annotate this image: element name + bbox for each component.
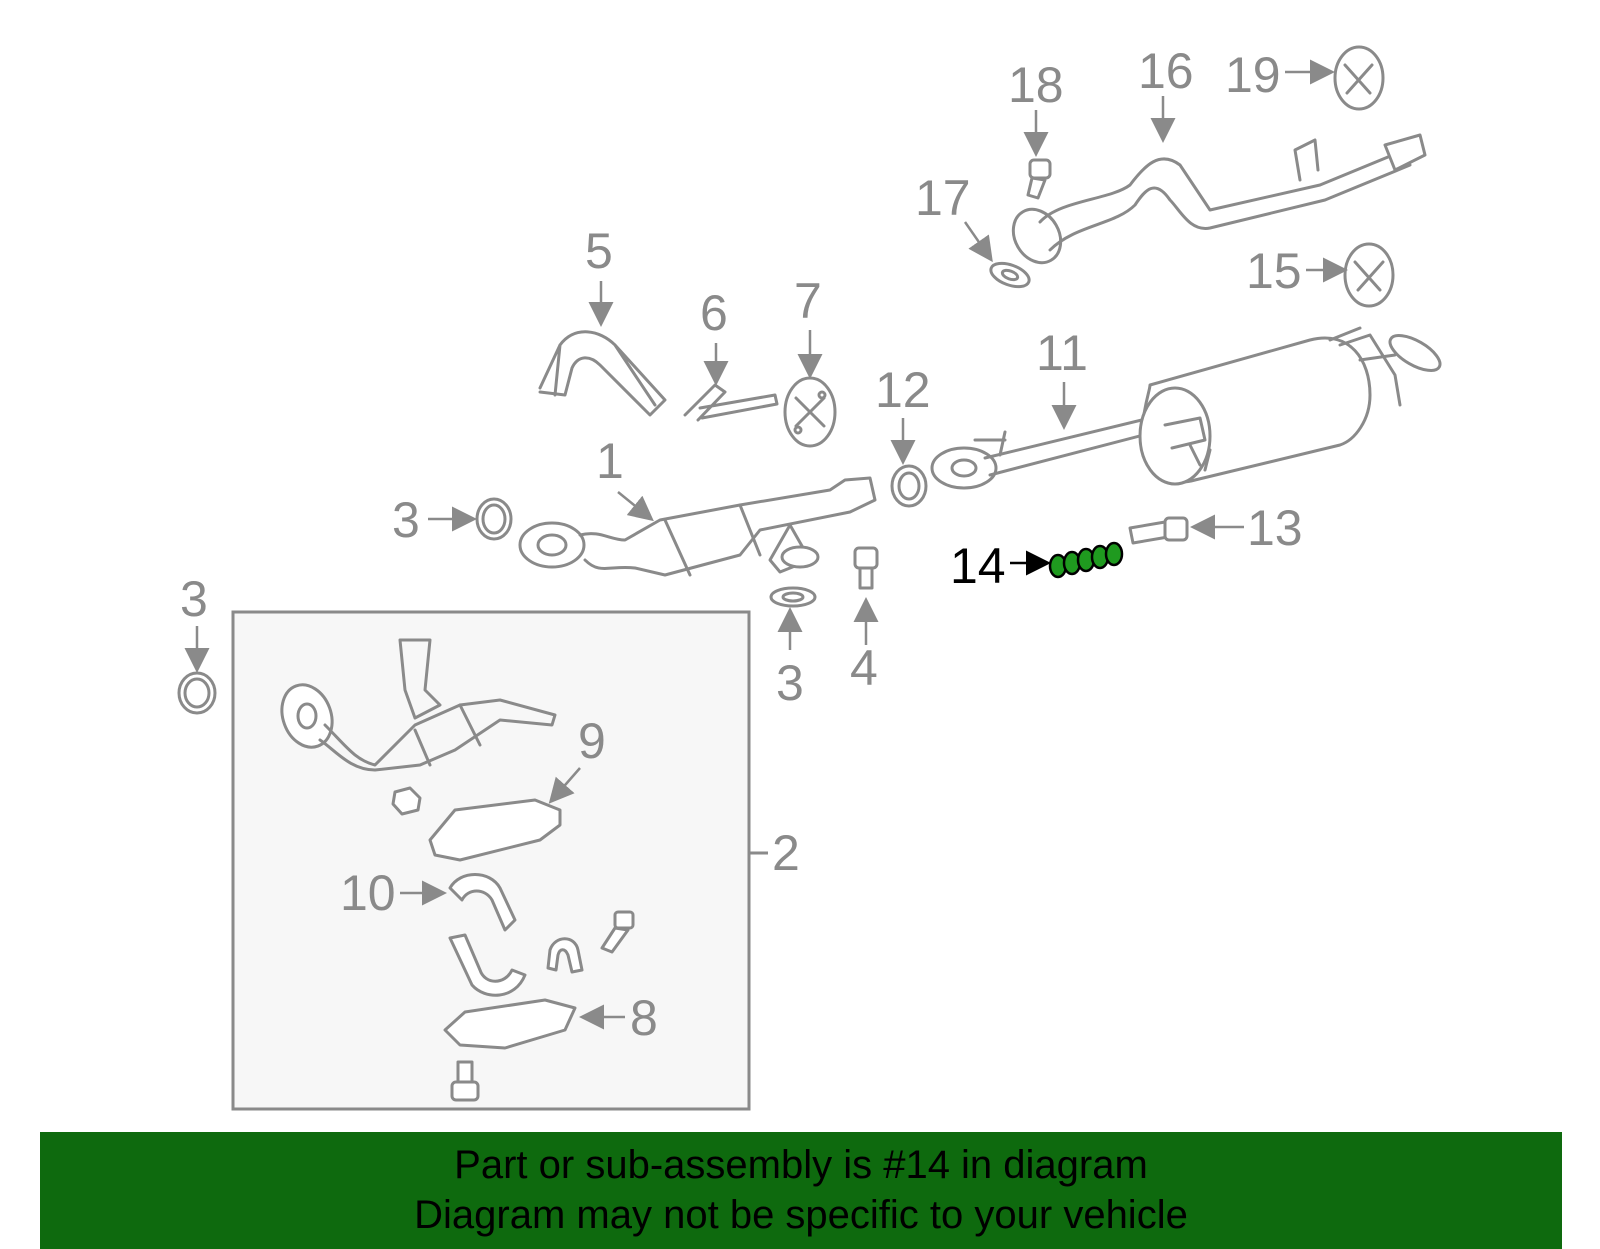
exhaust-diagram: 1 2 3 3 3 4 5 6 7 8 9 10 11 12 13 14 15 …	[177, 43, 1442, 1111]
part-1-front-pipe	[518, 476, 877, 577]
part-11-muffler	[930, 326, 1442, 490]
inset-clamp-lower	[448, 933, 527, 997]
part-15-insulator	[1343, 242, 1395, 308]
callout-3a: 3	[392, 492, 420, 548]
inset-nut	[391, 786, 422, 816]
part-3-gasket-a	[475, 497, 513, 541]
callout-labels: 1 2 3 3 3 4 5 6 7 8 9 10 11 12 13 14 15 …	[180, 43, 1303, 1046]
part-5-bracket	[538, 330, 667, 417]
callout-6: 6	[700, 285, 728, 341]
callout-16: 16	[1138, 43, 1194, 99]
callout-9: 9	[578, 713, 606, 769]
part-6-hanger	[683, 383, 779, 422]
callout-5: 5	[585, 223, 613, 279]
callout-2: 2	[772, 825, 800, 881]
part-13-bolt	[1128, 516, 1189, 545]
part-8-heat-shield	[443, 998, 577, 1050]
callout-17: 17	[915, 170, 971, 226]
callout-19: 19	[1225, 47, 1281, 103]
callout-8: 8	[630, 990, 658, 1046]
part-9-heat-shield	[428, 798, 562, 862]
part-16-tail-pipe	[1011, 133, 1427, 265]
part-17-gasket	[989, 261, 1031, 289]
part-4-bolt	[853, 546, 879, 590]
callout-4: 4	[850, 640, 878, 696]
arrow-17	[963, 221, 993, 263]
callout-3b: 3	[180, 571, 208, 627]
inset-bolt-a	[600, 910, 635, 954]
part-7-insulator	[783, 376, 837, 448]
banner-line-1: Part or sub-assembly is #14 in diagram	[454, 1143, 1148, 1187]
callout-13: 13	[1247, 500, 1303, 556]
part-3-gasket-c	[769, 586, 817, 608]
callout-arrows	[184, 59, 1348, 1030]
callout-14: 14	[950, 538, 1006, 594]
arrow-9	[548, 767, 581, 804]
inset-small-clamp	[546, 937, 584, 974]
arrow-1	[617, 491, 654, 522]
callout-11: 11	[1036, 325, 1088, 381]
part-18-bolt	[1026, 158, 1052, 200]
callout-18: 18	[1008, 57, 1064, 113]
part-19-insulator	[1333, 45, 1385, 111]
callout-3c: 3	[776, 655, 804, 711]
inset-assembly-2-converter	[280, 638, 557, 772]
callout-7: 7	[794, 273, 822, 329]
callout-10: 10	[340, 865, 396, 921]
callout-1: 1	[596, 433, 624, 489]
part-3-gasket-b	[177, 671, 217, 715]
part-10-clamp	[448, 873, 517, 932]
banner-line-2: Diagram may not be specific to your vehi…	[414, 1193, 1188, 1237]
part-12-gasket	[890, 464, 928, 508]
callout-15: 15	[1246, 243, 1302, 299]
part-14-spring	[1048, 541, 1124, 579]
callout-12: 12	[875, 362, 931, 418]
inset-bolt-b	[450, 1060, 480, 1102]
info-banner: Part or sub-assembly is #14 in diagram D…	[40, 1132, 1562, 1249]
